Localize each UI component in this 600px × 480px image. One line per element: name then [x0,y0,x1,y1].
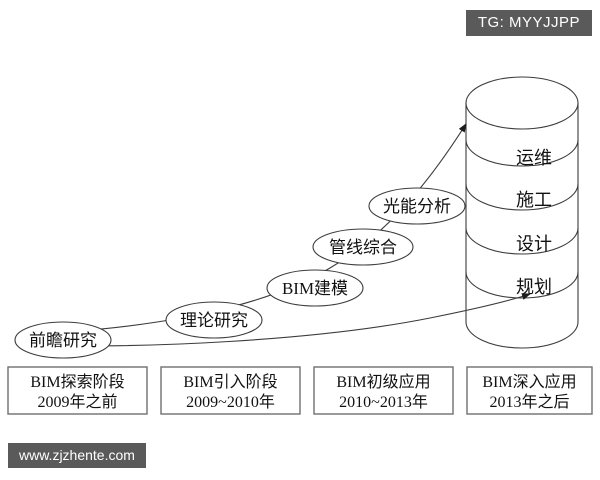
cylinder-segment-label-sheji: 设计 [516,234,552,254]
phase-box-period: 2013年之后 [489,393,569,411]
phase-box-deep-application: BIM深入应用 2013年之后 [466,366,593,415]
growth-curve-lower [21,293,531,347]
tag-badge: TG: MYYJJPP [465,10,592,36]
phase-box-shape [7,366,148,415]
phase-box-exploration: BIM探索阶段 2009年之前 [7,366,148,415]
milestone-ellipse-shape [266,269,364,307]
cylinder-divider-2 [465,183,579,211]
cylinder-body [465,102,579,349]
milestone-label: 管线综合 [329,238,397,257]
milestone-qianzhanyanjiu: 前瞻研究 [14,321,112,359]
phase-box-title: BIM深入应用 [482,372,576,391]
phase-box-title: BIM探索阶段 [30,373,124,391]
phase-box-primary-application: BIM初级应用 2010~2013年 [313,366,454,415]
cylinder-group: 运维 施工 设计 规划 [465,76,579,349]
cylinder-top-ellipse [465,76,579,130]
milestone-guanxianzonghe: 管线综合 [312,228,414,266]
cylinder-segment-label-guihua: 规划 [516,277,552,297]
cylinder-divider-3 [465,227,579,255]
milestone-ellipse-shape [312,228,414,266]
milestone-label: 光能分析 [383,197,451,216]
phase-box-title: BIM初级应用 [336,372,430,391]
cylinder-segment-label-shigong: 施工 [516,190,552,210]
phase-box-shape [313,366,454,415]
milestone-ellipse-shape [14,321,112,359]
phase-box-introduction: BIM引入阶段 2009~2010年 [160,366,301,415]
milestone-label: 理论研究 [180,311,248,330]
phase-box-title: BIM引入阶段 [183,373,277,391]
phase-box-period: 2010~2013年 [339,393,428,411]
milestone-lilunyanjiu: 理论研究 [165,301,263,339]
cylinder-divider-1 [465,139,579,167]
growth-curve-upper [29,123,467,335]
phase-box-period: 2009~2010年 [186,393,275,411]
phase-box-shape [160,366,301,415]
milestone-label: BIM建模 [282,279,348,298]
milestone-label: 前瞻研究 [29,331,97,350]
milestone-guangnengfenxi: 光能分析 [368,187,466,225]
phase-box-period: 2009年之前 [37,393,117,411]
phase-box-shape [466,366,593,415]
milestone-ellipse-shape [165,301,263,339]
milestone-ellipse-shape [368,187,466,225]
milestone-bimjianmo: BIM建模 [266,269,364,307]
watermark-badge: www.zjzhente.com [8,443,146,468]
cylinder-segment-label-yunwei: 运维 [516,148,552,168]
